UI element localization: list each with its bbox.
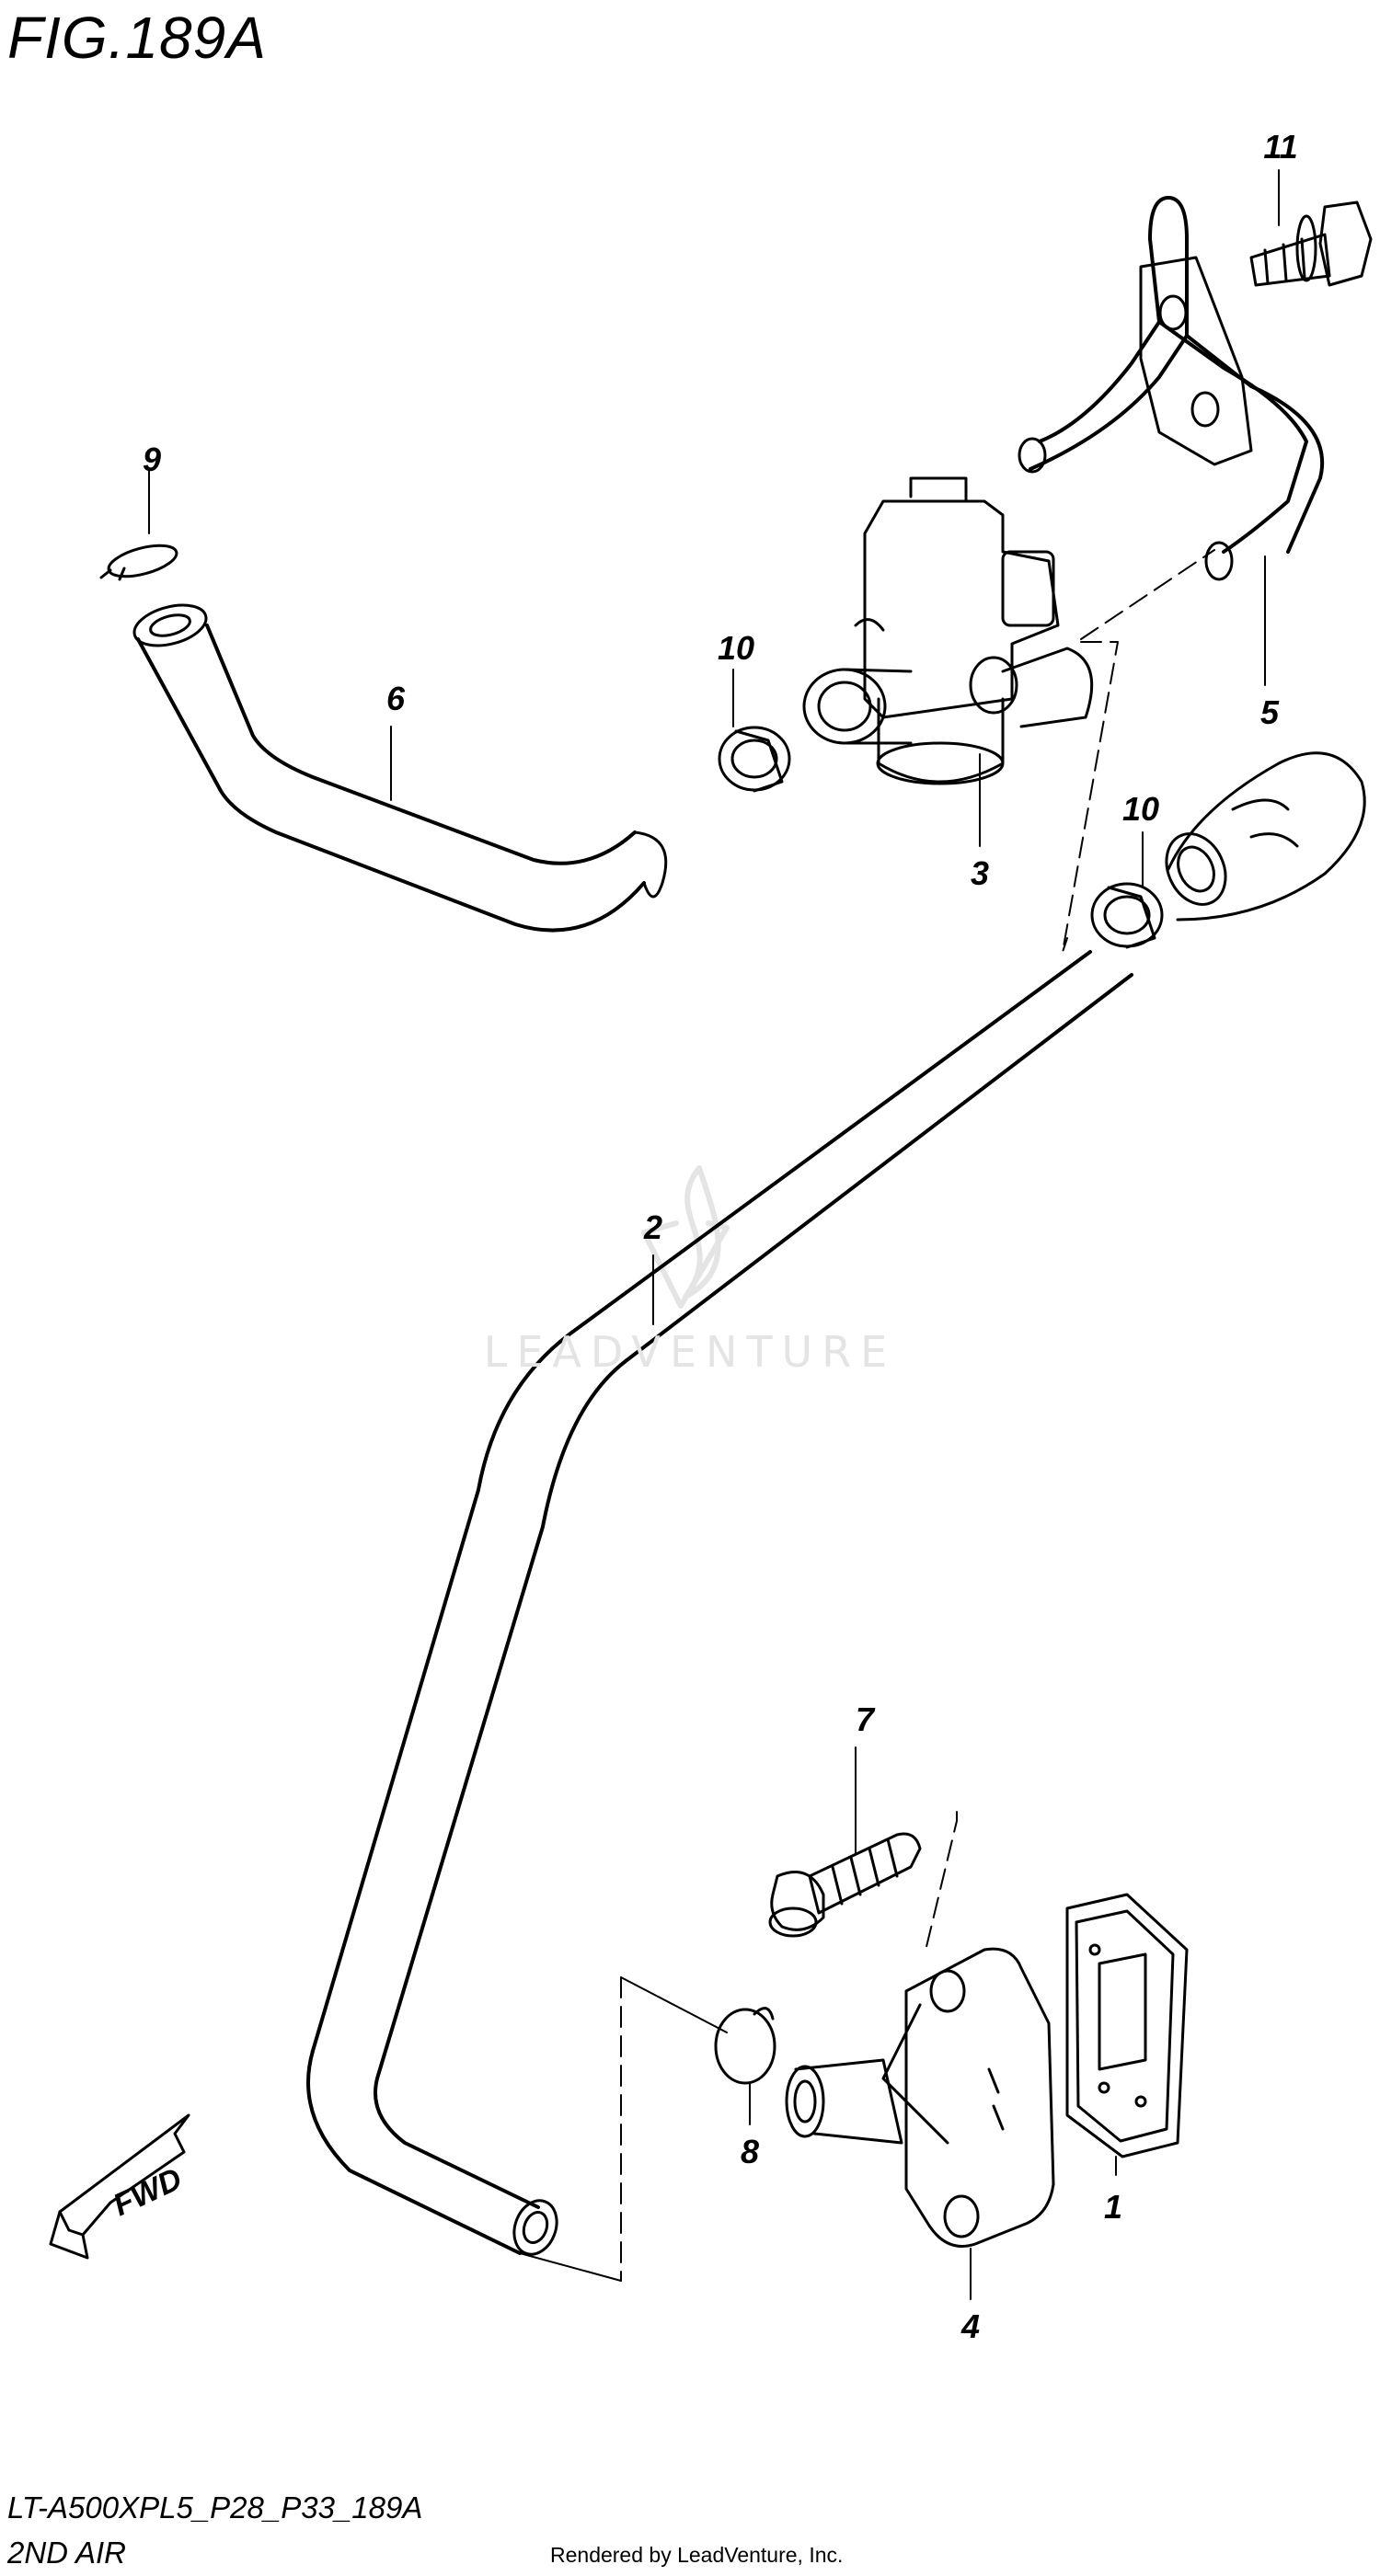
watermark-logo bbox=[641, 1165, 730, 1309]
bolt-part-11[interactable] bbox=[1249, 200, 1373, 287]
callout-part-7[interactable]: 7 bbox=[855, 1700, 875, 1738]
callout-part-1[interactable]: 1 bbox=[1103, 2188, 1123, 2226]
air-valve-part-3[interactable] bbox=[802, 476, 1094, 785]
hose-clamp-part-10-upper[interactable] bbox=[718, 726, 791, 793]
callout-part-10-lower[interactable]: 10 bbox=[1121, 790, 1160, 828]
gasket-part-1[interactable] bbox=[1065, 1893, 1189, 2158]
figure-title: FIG.189A bbox=[7, 5, 267, 71]
callout-part-6[interactable]: 6 bbox=[385, 680, 406, 717]
callout-part-4[interactable]: 4 bbox=[960, 2307, 981, 2345]
hose-part-6[interactable] bbox=[130, 598, 668, 933]
leader-lines bbox=[148, 169, 1280, 2300]
pipe-part-5[interactable] bbox=[1018, 196, 1325, 581]
callout-part-5[interactable]: 5 bbox=[1259, 693, 1280, 731]
watermark-text: LEADVENTURE bbox=[483, 1327, 897, 1377]
reed-cover-part-4[interactable] bbox=[785, 1947, 1055, 2248]
callout-part-2[interactable]: 2 bbox=[643, 1208, 663, 1246]
o-ring-part-8[interactable] bbox=[714, 2007, 776, 2085]
callout-part-11[interactable]: 11 bbox=[1263, 128, 1298, 166]
hose-clamp-part-10-lower[interactable] bbox=[1090, 882, 1164, 949]
bolt-part-7[interactable] bbox=[768, 1832, 922, 1938]
hose-part-2[interactable] bbox=[306, 751, 1366, 2261]
callout-part-8[interactable]: 8 bbox=[740, 2133, 760, 2170]
callout-part-10-upper[interactable]: 10 bbox=[717, 629, 755, 667]
fwd-arrow-icon: FWD bbox=[49, 2113, 190, 2260]
fwd-label: FWD bbox=[108, 2161, 187, 2223]
model-code: LT-A500XPL5_P28_P33_189A bbox=[7, 2490, 423, 2524]
callout-part-3[interactable]: 3 bbox=[970, 854, 990, 892]
render-credit: Rendered by LeadVenture, Inc. bbox=[550, 2543, 844, 2567]
callout-part-9[interactable]: 9 bbox=[142, 441, 162, 478]
section-name: 2ND AIR bbox=[7, 2536, 126, 2570]
clip-part-9[interactable] bbox=[99, 540, 179, 583]
